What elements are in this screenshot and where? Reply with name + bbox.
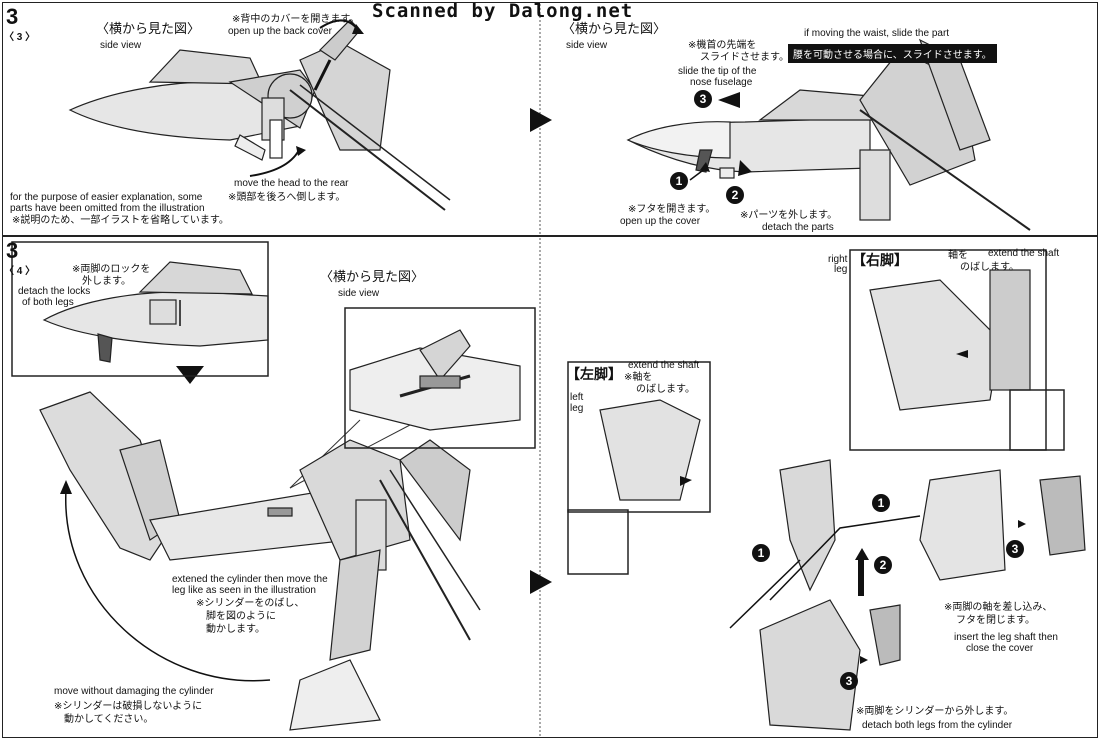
nose-note-en-2: nose fuselage (690, 77, 753, 88)
step-sub-bottom: 〈 4 〉 (4, 266, 36, 277)
side-view-en-top-right: side view (566, 40, 608, 51)
omitted-note-en-2: parts have been omitted from the illustr… (10, 203, 205, 214)
left-leg-inset (567, 361, 711, 513)
next-step-arrow-bottom (530, 570, 552, 594)
cylinder-note-jp-3: 動かします。 (206, 624, 265, 635)
right-leg-en-2: leg (834, 264, 848, 275)
side-view-jp-top-right: 〈横から見た図〉 (562, 22, 667, 37)
side-view-en-top-left: side view (100, 40, 142, 51)
right-leg-detail (1009, 389, 1065, 451)
top-left-aircraft (68, 19, 451, 211)
nose-note-jp-2: スライドさせます。 (700, 52, 789, 63)
right-leg-en-1: right (828, 254, 848, 265)
side-view-en-bottom: side view (338, 288, 380, 299)
damage-note-jp-2: 動かしてください。 (64, 714, 154, 725)
right-shaft-en: extend the shaft (988, 248, 1060, 259)
step-number-top: 3 (6, 4, 19, 29)
waist-note-jp: 腰を可動させる場合に、スライドさせます。 (788, 44, 997, 63)
bottom-step-frame (2, 236, 1098, 738)
top-step-frame (2, 2, 1098, 236)
locks-en-2: of both legs (22, 297, 74, 308)
watermark: Scanned by Dalong.net (372, 0, 634, 22)
lock-inset (11, 241, 269, 377)
detach-legs-jp: ※両脚をシリンダーから外します。 (856, 706, 1014, 717)
side-view-jp-top-left: 〈横から見た図〉 (96, 22, 201, 37)
cylinder-note-jp-2: 脚を図のように (206, 611, 276, 622)
nose-note-jp-1: ※機首の先端を (688, 40, 757, 51)
omitted-note-en-1: for the purpose of easier explanation, s… (10, 192, 203, 203)
damage-note-jp-1: ※シリンダーは破損しないように (54, 701, 203, 712)
insert-note-en-1: insert the leg shaft then (954, 632, 1058, 643)
insert-note-jp-1: ※両脚の軸を差し込み、 (944, 602, 1053, 613)
badge-1-bottom-b: 1 (872, 494, 890, 512)
side-view-jp-bottom: 〈横から見た図〉 (320, 270, 425, 285)
move-head-en: move the head to the rear (234, 178, 349, 189)
cover-note-jp: ※フタを開きます。 (628, 204, 716, 215)
side-view-inset (349, 329, 521, 431)
left-shaft-jp-1: ※軸を (624, 372, 653, 383)
cylinder-note-jp-1: ※シリンダーをのばし、 (196, 598, 305, 609)
right-shaft-jp-1: 軸を (948, 250, 968, 261)
left-leg-en-1: left (570, 392, 584, 403)
badge-3-bottom-b: 3 (1006, 540, 1024, 558)
badge-1-top: 1 (670, 172, 688, 190)
down-arrow-inset (176, 366, 204, 384)
back-cover-jp: ※背中のカバーを開きます。 (232, 14, 360, 25)
badge-3-bottom-a: 3 (840, 672, 858, 690)
detach-note-jp: ※パーツを外します。 (740, 210, 838, 221)
damage-note-en: move without damaging the cylinder (54, 686, 214, 697)
left-leg-en-2: leg (570, 403, 584, 414)
left-shaft-jp-2: のばします。 (636, 384, 695, 395)
badge-2-top: 2 (726, 186, 744, 204)
cylinder-note-en-1: extened the cylinder then move the (172, 574, 328, 585)
right-leg-inset (849, 249, 1047, 451)
badge-1-bottom-a: 1 (752, 544, 770, 562)
locks-en-1: detach the locks (18, 286, 91, 297)
cylinder-note-en-2: leg like as seen in the illustration (172, 585, 316, 596)
right-shaft-jp-2: のばします。 (960, 262, 1019, 273)
omitted-note-jp: ※説明のため、一部イラストを省略しています。 (12, 215, 229, 226)
inset-aircraft (42, 261, 269, 363)
left-shaft-en: extend the shaft (628, 360, 700, 371)
leg-assembly (599, 269, 1086, 731)
step-number-bottom: 3 (6, 238, 19, 263)
insert-note-en-2: close the cover (966, 643, 1034, 654)
locks-jp-1: ※両脚のロックを (72, 264, 151, 275)
right-leg-jp: 【右脚】 (852, 253, 908, 269)
locks-jp-2: 外します。 (82, 276, 131, 287)
move-head-jp: ※頭部を後ろへ倒します。 (228, 192, 346, 203)
main-robot-transformation (39, 391, 481, 731)
badge-2-bottom: 2 (874, 556, 892, 574)
nose-note-en-1: slide the tip of the (678, 66, 757, 77)
left-leg-jp: 【左脚】 (566, 367, 622, 383)
detach-note-en: detach the parts (762, 222, 834, 233)
step-sub-top: 〈 3 〉 (4, 32, 36, 43)
insert-note-jp-2: フタを閉じます。 (956, 615, 1035, 626)
left-leg-detail (567, 509, 629, 575)
badge-3-top: 3 (694, 90, 712, 108)
waist-note-en: if moving the waist, slide the part (804, 28, 950, 39)
cover-note-en: open up the cover (620, 216, 701, 227)
next-step-arrow-top (530, 108, 552, 132)
back-cover-en: open up the back cover (228, 26, 332, 37)
top-right-aircraft (626, 38, 1031, 231)
detach-legs-en: detach both legs from the cylinder (862, 720, 1013, 731)
side-view-box (344, 307, 536, 449)
